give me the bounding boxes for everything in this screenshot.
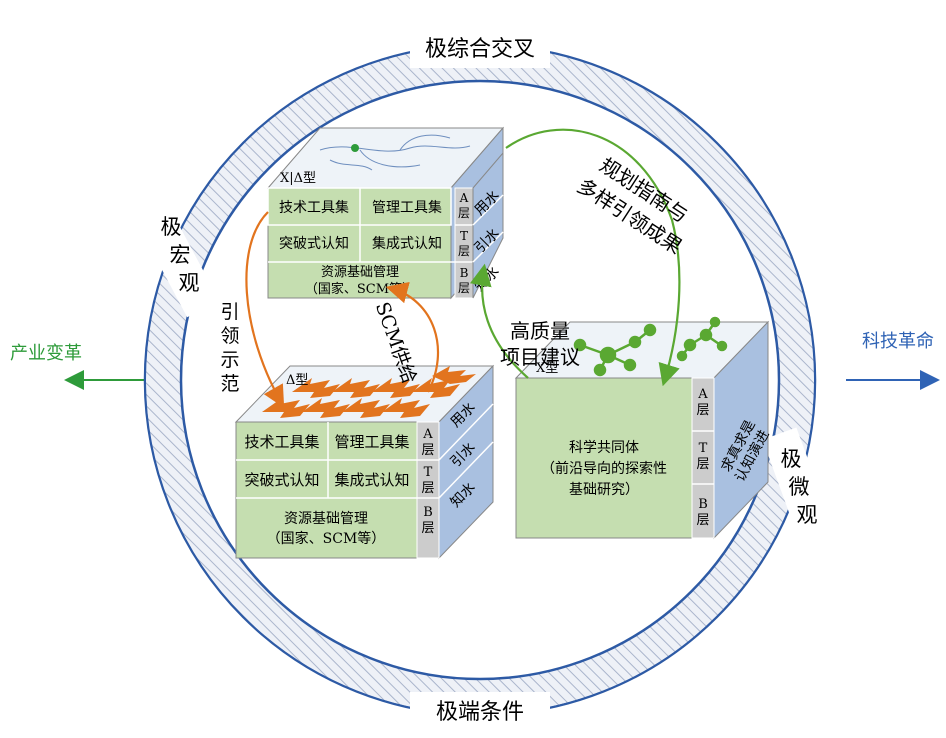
top-layer-b-1: B bbox=[460, 266, 469, 280]
network-icon bbox=[573, 316, 728, 377]
bl-layer-b-2: 层 bbox=[421, 521, 434, 536]
ring-left-label-1: 极 bbox=[161, 215, 182, 239]
guide-label-1: 引 bbox=[220, 301, 239, 323]
bl-layer-t-1: T bbox=[424, 465, 433, 480]
ring-bottom-label: 极端条件 bbox=[436, 700, 524, 725]
river-marker bbox=[351, 144, 359, 152]
ring-top-label-box bbox=[410, 28, 550, 68]
proposal-arrow bbox=[469, 263, 529, 379]
top-layer-a-2: 层 bbox=[458, 206, 470, 220]
top-row2-col1: 突破式认知 bbox=[279, 235, 349, 252]
top-box-type: X|Δ型 bbox=[280, 171, 316, 186]
right-layer-strip bbox=[691, 377, 715, 539]
ring-left-label-group bbox=[132, 197, 220, 318]
top-row1-col2: 管理工具集 bbox=[372, 199, 442, 216]
guide-label-2: 领 bbox=[220, 325, 239, 347]
top-layer-a-1: A bbox=[459, 191, 469, 205]
ring-left-label-2: 宏 bbox=[170, 243, 191, 267]
guide-label-3: 示 bbox=[220, 349, 239, 371]
industry-label: 产业变革 bbox=[10, 343, 82, 364]
bl-box-type: Δ型 bbox=[286, 373, 308, 388]
bl-box-front bbox=[235, 421, 440, 559]
right-layer-t-2: 层 bbox=[696, 457, 709, 472]
ring-right-label-group bbox=[762, 427, 838, 553]
guide-arrow bbox=[245, 211, 285, 408]
delta-arrows-pattern bbox=[262, 366, 476, 418]
bl-row2-col1: 突破式认知 bbox=[244, 471, 319, 489]
ring-left-label-box bbox=[132, 197, 220, 318]
ring-right-label-1: 极 bbox=[781, 447, 802, 471]
ring-bottom-label-box bbox=[410, 692, 550, 732]
ring-top-label: 极综合交叉 bbox=[425, 37, 535, 62]
right-main-line1: 科学共同体 bbox=[569, 440, 639, 456]
bl-layer-b-1: B bbox=[423, 505, 433, 520]
bl-layer-t-2: 层 bbox=[421, 481, 434, 496]
scm-arrow bbox=[385, 281, 440, 393]
bl-row3-line2: （国家、SCM等） bbox=[267, 530, 386, 547]
guide-label-4: 范 bbox=[220, 373, 239, 395]
top-layer-b-2: 层 bbox=[458, 281, 470, 295]
top-layer-t-1: T bbox=[460, 229, 468, 243]
top-row2-col2: 集成式认知 bbox=[372, 235, 442, 252]
bl-layer-a-2: 层 bbox=[421, 443, 434, 458]
right-layer-b-2: 层 bbox=[696, 513, 709, 528]
ring-left-label-3: 观 bbox=[179, 271, 200, 295]
plan-arrow bbox=[505, 128, 681, 387]
right-box bbox=[514, 320, 770, 540]
top-box bbox=[266, 126, 505, 300]
right-layer-a-1: A bbox=[697, 387, 708, 402]
bl-layer-a-1: A bbox=[422, 427, 433, 442]
bl-row2-col2: 集成式认知 bbox=[334, 471, 409, 489]
bl-row1-col1: 技术工具集 bbox=[244, 433, 319, 451]
top-layer-t-2: 层 bbox=[458, 244, 470, 258]
bl-row3-line1: 资源基础管理 bbox=[284, 510, 368, 527]
right-main-line3: 基础研究） bbox=[569, 481, 639, 498]
bl-row1-col2: 管理工具集 bbox=[334, 433, 409, 451]
proposal-label-2: 项目建议 bbox=[500, 345, 580, 369]
right-layer-b-1: B bbox=[698, 497, 708, 512]
tech-label: 科技革命 bbox=[862, 331, 934, 352]
ring-right-label-box bbox=[762, 427, 838, 553]
right-main-line2: （前沿导向的探索性 bbox=[541, 460, 667, 477]
right-box-front bbox=[515, 377, 693, 539]
top-row3-line2: （国家、SCM等） bbox=[305, 281, 415, 297]
top-row3-line1: 资源基础管理 bbox=[321, 265, 399, 280]
river-map-icon bbox=[319, 134, 471, 171]
proposal-label-1: 高质量 bbox=[510, 319, 570, 343]
top-row1-col1: 技术工具集 bbox=[279, 199, 349, 216]
right-layer-t-1: T bbox=[699, 441, 708, 456]
bl-layer-strip bbox=[416, 421, 440, 559]
right-box-type: X型 bbox=[536, 361, 558, 376]
ring-right-label-2: 微 bbox=[789, 475, 810, 499]
ring-right-label-3: 观 bbox=[797, 503, 818, 527]
right-layer-a-2: 层 bbox=[696, 403, 709, 418]
